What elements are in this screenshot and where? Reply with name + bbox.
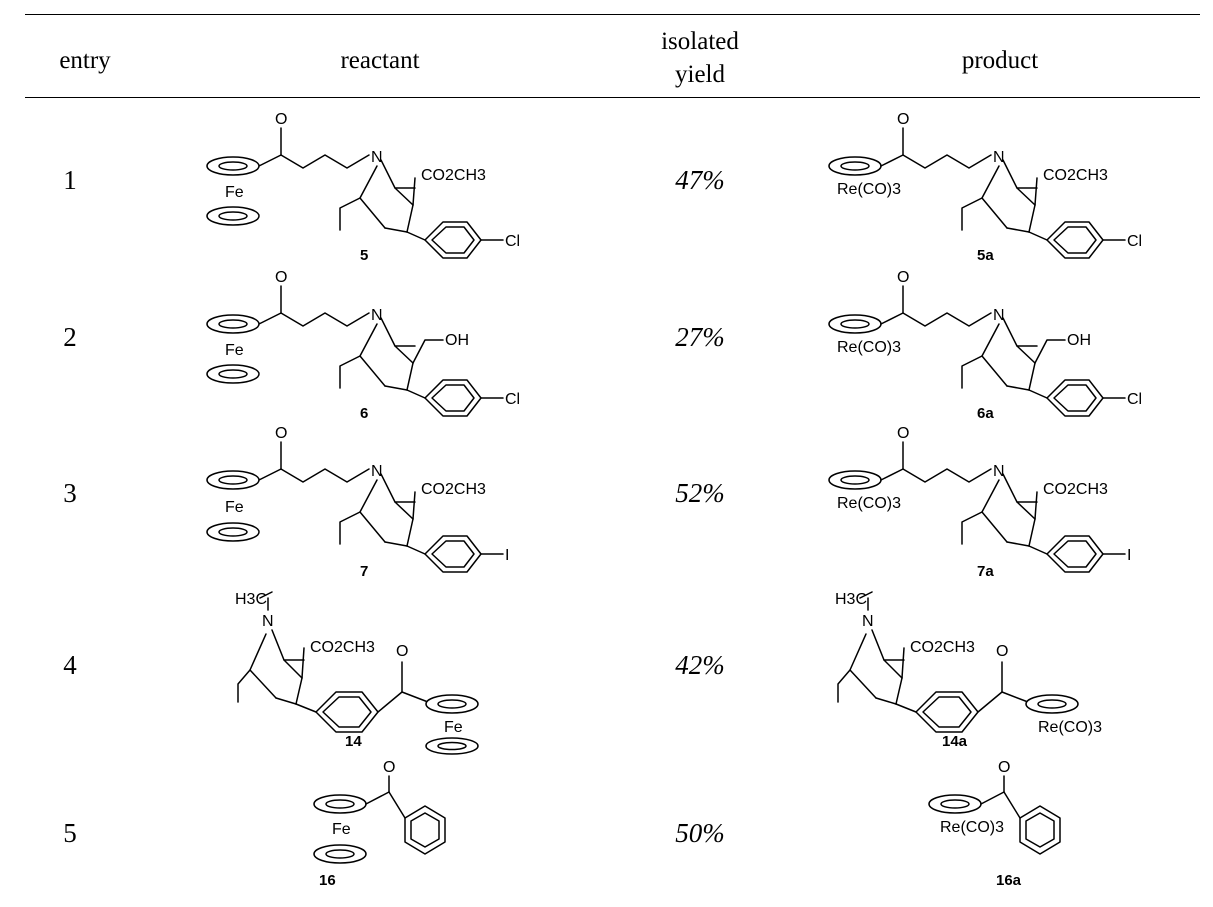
svg-text:O: O (275, 269, 287, 286)
reactant-structure: Fe O N CO2CH3 I 7 (206, 425, 509, 580)
svg-text:O: O (998, 759, 1010, 776)
svg-text:Re(CO)3: Re(CO)3 (837, 495, 901, 512)
svg-text:O: O (897, 269, 909, 286)
svg-text:N: N (993, 307, 1005, 324)
product-structure: Re(CO)3 O N OH Cl 6a (828, 269, 1142, 422)
svg-text:CO2CH3: CO2CH3 (1043, 481, 1108, 498)
isolated-yield: 52% (675, 478, 725, 508)
svg-text:O: O (897, 111, 909, 128)
reactant-structure: Fe O N OH Cl 6 (206, 269, 520, 422)
svg-text:CO2CH3: CO2CH3 (421, 481, 486, 498)
reactant-structure: Fe O N CO2CH3 Cl 5 (206, 111, 520, 264)
isolated-yield: 50% (675, 818, 725, 848)
svg-text:Cl: Cl (505, 233, 520, 250)
header-entry: entry (59, 47, 111, 74)
svg-text:Fe: Fe (332, 821, 351, 838)
svg-text:N: N (371, 307, 383, 324)
svg-text:N: N (993, 463, 1005, 480)
product-structure: H3C N CO2CH3 O Re(CO)3 14a (835, 591, 1102, 750)
reactant-structure: Fe O 16 (313, 759, 446, 889)
svg-text:H3C: H3C (235, 591, 267, 608)
entry-number: 4 (63, 650, 77, 680)
svg-text:I: I (505, 547, 509, 564)
entry-number: 3 (63, 478, 77, 508)
svg-text:Fe: Fe (225, 342, 244, 359)
svg-text:O: O (275, 111, 287, 128)
isolated-yield: 47% (675, 165, 725, 195)
header-yield-line1: isolated (661, 28, 739, 55)
compound-label: 6 (360, 405, 368, 422)
svg-text:CO2CH3: CO2CH3 (421, 167, 486, 184)
rhenium-symbol: Re(CO)3 (837, 181, 901, 198)
svg-text:OH: OH (445, 332, 469, 349)
svg-text:Cl: Cl (1127, 391, 1142, 408)
header-yield-line2: yield (675, 61, 725, 88)
svg-text:Fe: Fe (225, 499, 244, 516)
svg-text:Re(CO)3: Re(CO)3 (837, 339, 901, 356)
compound-label: 7a (977, 563, 994, 580)
entry-number: 2 (63, 322, 77, 352)
compound-label: 14a (942, 733, 968, 750)
svg-text:Re(CO)3: Re(CO)3 (940, 819, 1004, 836)
svg-text:CO2CH3: CO2CH3 (1043, 167, 1108, 184)
svg-text:O: O (897, 425, 909, 442)
product-structure: Re(CO)3 O 16a (928, 759, 1061, 889)
product-structure: Re(CO)3 O N CO2CH3 I 7a (828, 425, 1131, 580)
table-top-rule (25, 14, 1200, 15)
compound-label: 14 (345, 733, 362, 750)
header-product: product (961, 47, 1039, 74)
svg-text:Cl: Cl (1127, 233, 1142, 250)
svg-text:Cl: Cl (505, 391, 520, 408)
svg-text:N: N (371, 463, 383, 480)
svg-text:CO2CH3: CO2CH3 (910, 639, 975, 656)
svg-text:N: N (993, 149, 1005, 166)
reactant-structure: H3C N CO2CH3 O Fe 14 (235, 591, 479, 755)
svg-text:O: O (996, 643, 1008, 660)
table-header-rule (25, 97, 1200, 98)
entry-number: 1 (63, 165, 77, 195)
svg-text:O: O (383, 759, 395, 776)
svg-text:N: N (371, 149, 383, 166)
compound-label: 6a (977, 405, 994, 422)
svg-text:CO2CH3: CO2CH3 (310, 639, 375, 656)
svg-text:H3C: H3C (835, 591, 867, 608)
compound-label: 5a (977, 247, 994, 264)
svg-text:Re(CO)3: Re(CO)3 (1038, 719, 1102, 736)
product-structure: Re(CO)3 O N CO2CH3 Cl 5a (828, 111, 1142, 264)
compound-label: 16 (319, 872, 336, 889)
compound-label: 7 (360, 563, 368, 580)
compound-label: 5 (360, 247, 368, 264)
isolated-yield: 27% (675, 322, 725, 352)
compound-label: 16a (996, 872, 1022, 889)
svg-text:O: O (275, 425, 287, 442)
isolated-yield: 42% (675, 650, 725, 680)
svg-text:I: I (1127, 547, 1131, 564)
svg-text:N: N (862, 613, 874, 630)
header-reactant: reactant (340, 47, 420, 74)
svg-text:Fe: Fe (444, 719, 463, 736)
svg-text:OH: OH (1067, 332, 1091, 349)
iron-symbol: Fe (225, 184, 244, 201)
svg-text:O: O (396, 643, 408, 660)
entry-number: 5 (63, 818, 77, 848)
svg-text:N: N (262, 613, 274, 630)
